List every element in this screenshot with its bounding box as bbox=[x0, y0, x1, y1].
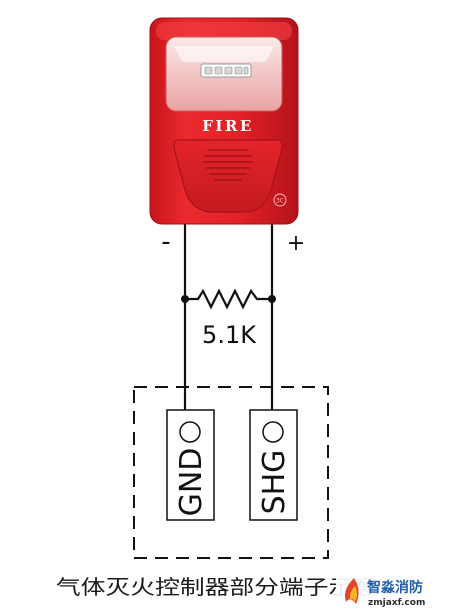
junction-dot-left bbox=[181, 295, 189, 303]
controller-dashed-box bbox=[133, 386, 329, 559]
led-dots bbox=[204, 66, 249, 75]
positive-polarity-label: + bbox=[287, 231, 305, 256]
terminal-shg: SHG bbox=[249, 409, 298, 521]
watermark-url: zmjaxf.com bbox=[368, 598, 425, 608]
lens-highlight bbox=[174, 46, 274, 62]
fire-alarm-device: FIRE 3C bbox=[149, 17, 299, 225]
watermark: 智淼消防 zmjaxf.com bbox=[336, 574, 458, 610]
negative-polarity-label: - bbox=[161, 227, 170, 257]
resistor-zigzag bbox=[185, 288, 272, 310]
device-top-rim bbox=[156, 22, 292, 40]
watermark-logo-icon bbox=[345, 578, 359, 604]
resistor-value-label: 5.1K bbox=[202, 321, 257, 349]
device-fire-label: FIRE bbox=[202, 117, 254, 135]
certification-mark-text: 3C bbox=[276, 198, 284, 205]
terminal-gnd-screw bbox=[179, 421, 201, 443]
terminal-gnd: GND bbox=[166, 409, 215, 521]
grille-slots bbox=[203, 149, 253, 181]
terminal-shg-screw bbox=[262, 421, 284, 443]
terminal-gnd-label: GND bbox=[174, 448, 209, 517]
certification-mark-icon bbox=[273, 193, 287, 207]
junction-dot-right bbox=[268, 295, 276, 303]
diagram-caption: 气体灭火控制器部分端子示意 bbox=[56, 575, 378, 599]
speaker-grille bbox=[173, 139, 283, 213]
terminal-shg-label: SHG bbox=[257, 450, 292, 515]
watermark-backdrop bbox=[336, 574, 458, 610]
watermark-brand: 智淼消防 bbox=[366, 579, 423, 596]
wiring bbox=[183, 224, 274, 410]
